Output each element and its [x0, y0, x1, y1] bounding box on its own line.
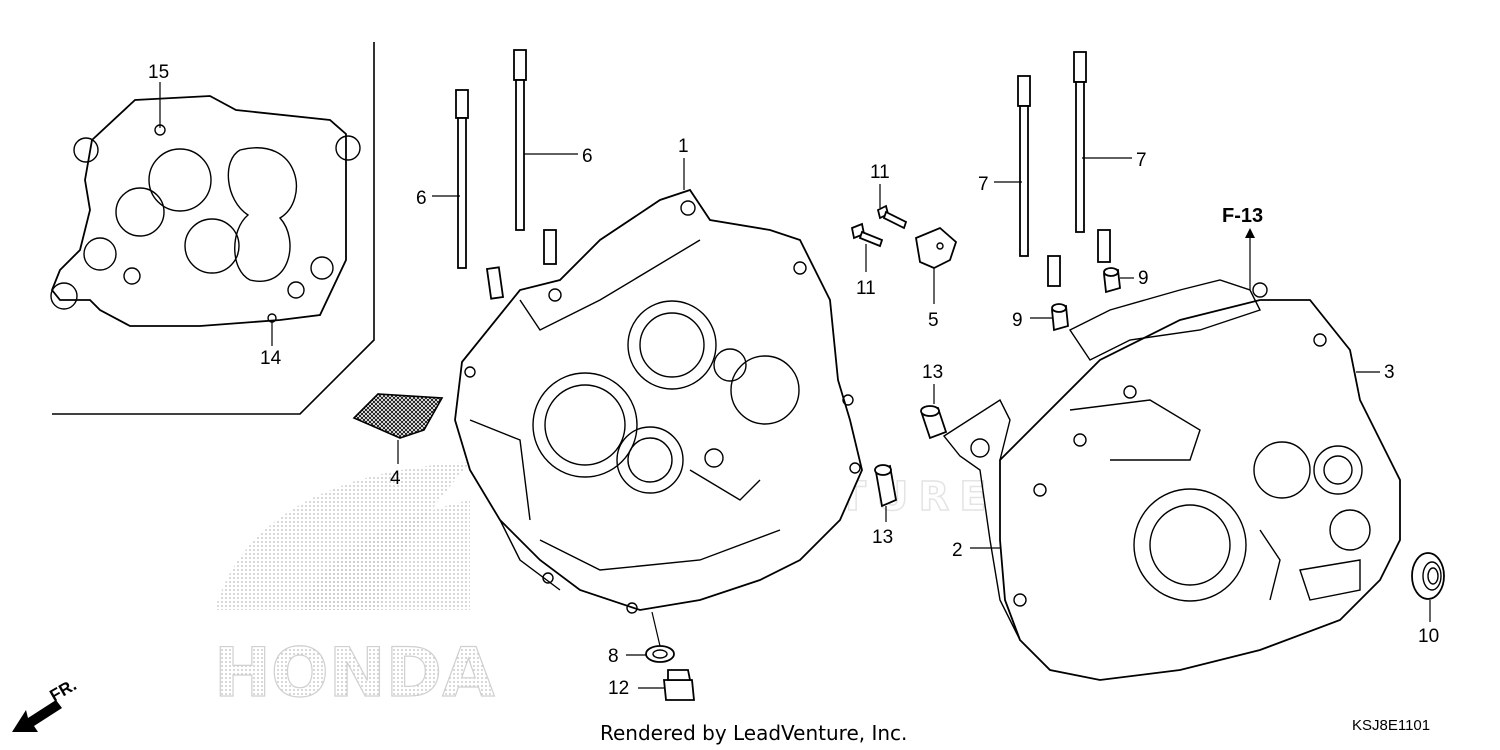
callout-2: 2 [952, 540, 963, 561]
callout-7-left: 7 [978, 174, 989, 195]
callout-1: 1 [678, 136, 689, 157]
callout-3: 3 [1384, 362, 1395, 383]
part-7-stud-bolts [1017, 51, 1111, 287]
part-6-stud-bolts [455, 49, 557, 300]
part-3-right-crankcase [999, 279, 1401, 681]
part-12-drain-bolt [663, 669, 695, 701]
honda-watermark-text: HONDA [214, 634, 495, 713]
part-10-bearing [1411, 552, 1445, 600]
front-arrow-icon [12, 700, 62, 732]
front-marker-label: FR. [47, 675, 80, 705]
part-11-bolts [850, 204, 908, 248]
callout-10: 10 [1418, 626, 1439, 647]
callout-8: 8 [608, 646, 619, 667]
part-13-dowel-left [874, 464, 898, 508]
part-9-dowel-pins [1051, 267, 1121, 332]
callout-6-left: 6 [416, 188, 427, 209]
part-5-bracket [914, 226, 958, 269]
gasket-inset [50, 42, 375, 415]
callout-6-right: 6 [582, 146, 593, 167]
callout-9-right: 9 [1138, 268, 1149, 289]
arrow-up-icon [1245, 228, 1255, 238]
callout-7-right: 7 [1136, 150, 1147, 171]
part-4-strainer [352, 393, 444, 439]
callout-9-left: 9 [1012, 310, 1023, 331]
callout-13-right: 13 [922, 362, 943, 383]
diagram-code: KSJ8E1101 [1352, 717, 1430, 734]
reference-f13: F-13 [1222, 205, 1263, 227]
callout-11-top: 11 [870, 162, 890, 183]
part-1-left-crankcase [454, 188, 863, 614]
callout-15: 15 [148, 62, 169, 83]
callout-4: 4 [390, 468, 401, 489]
callout-5: 5 [928, 310, 939, 331]
part-13-dowel-right [920, 405, 948, 440]
honda-watermark: HONDA [213, 462, 496, 714]
callout-13-left: 13 [872, 527, 893, 548]
callout-11-bottom: 11 [856, 278, 876, 299]
credit-text: Rendered by LeadVenture, Inc. [600, 721, 907, 745]
callout-14: 14 [260, 348, 282, 369]
callout-12: 12 [608, 678, 629, 699]
part-8-washer [645, 645, 675, 663]
